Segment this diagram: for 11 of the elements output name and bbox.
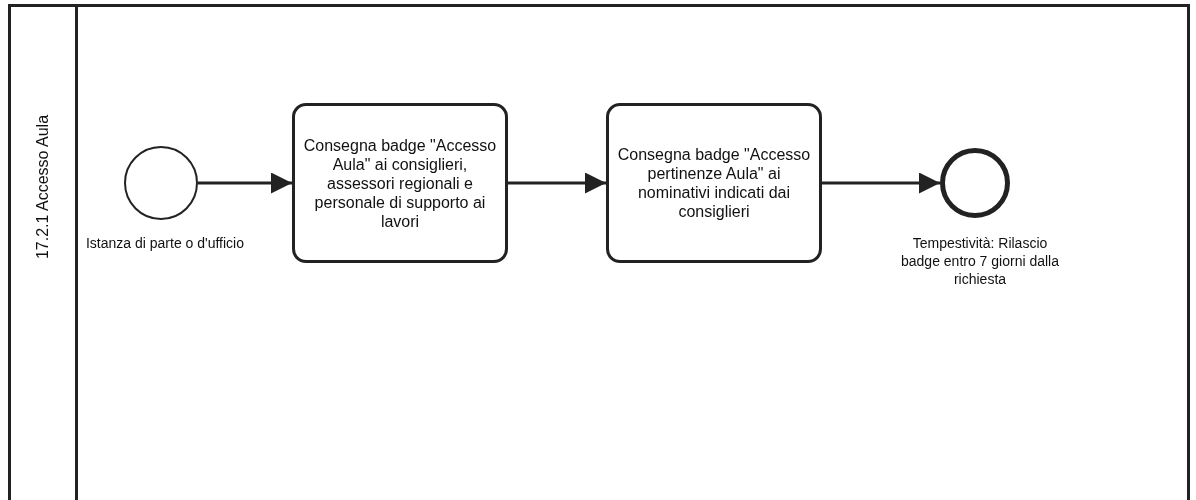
task-box: [292, 103, 508, 263]
arrow: [822, 172, 940, 194]
swimlane: [8, 4, 1190, 500]
arrow: [198, 172, 292, 194]
event-caption: Istanza di parte o d'ufficio: [84, 234, 246, 252]
task-box: [606, 103, 822, 263]
task-label: Consegna badge "Accesso pertinenze Aula" ai nominativi indicati dai consiglieri: [617, 145, 811, 221]
event-caption: Tempestività: Rilascio badge entro 7 giorni dalla richiesta: [900, 234, 1060, 288]
arrow: [508, 172, 606, 194]
task-label: Consegna badge "Accesso Aula" ai consiglieri, assessori regionali e personale di supporto ai lavori: [303, 135, 497, 231]
lane-label: 17.2.1 Accesso Aula: [34, 114, 52, 260]
